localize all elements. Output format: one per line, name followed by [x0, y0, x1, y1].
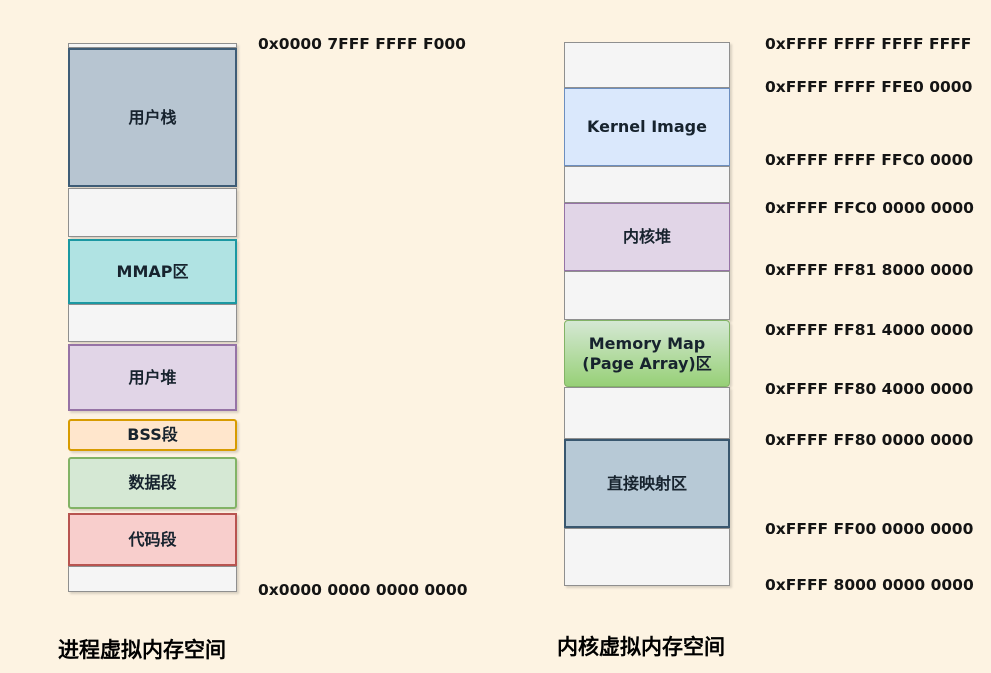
process-top-guard-gap: [68, 43, 237, 48]
kernel-address-6: 0xFFFF FF80 4000 0000: [765, 380, 974, 398]
segment-bss: BSS段: [68, 419, 237, 451]
kernel-gap-top: [564, 42, 730, 88]
segment-memory-map-label-line1: Memory Map: [588, 333, 706, 353]
kernel-address-2: 0xFFFF FFFF FFC0 0000: [765, 151, 974, 169]
segment-code-label: 代码段: [128, 529, 177, 549]
segment-user-stack: 用户栈: [68, 48, 237, 187]
segment-kernel-heap-label: 内核堆: [622, 227, 671, 246]
kernel-address-8: 0xFFFF FF00 0000 0000: [765, 520, 974, 538]
segment-direct-mapping-label: 直接映射区: [606, 473, 687, 493]
kernel-gap-1: [564, 166, 730, 203]
kernel-address-4: 0xFFFF FF81 8000 0000: [765, 261, 974, 279]
kernel-address-1: 0xFFFF FFFF FFE0 0000: [765, 78, 973, 96]
segment-direct-mapping: 直接映射区: [564, 439, 730, 528]
segment-kernel-image-label: Kernel Image: [587, 117, 707, 136]
kernel-space-title: 内核虚拟内存空间: [557, 635, 725, 659]
segment-data-label: 数据段: [128, 473, 177, 492]
kernel-address-7: 0xFFFF FF80 0000 0000: [765, 431, 974, 449]
process-space-title: 进程虚拟内存空间: [58, 638, 226, 662]
kernel-gap-2: [564, 271, 730, 320]
process-memory-column: 用户栈 MMAP区 用户堆 BSS段 数据段 代码段: [68, 43, 237, 592]
process-bottom-guard-gap: [68, 566, 237, 592]
kernel-address-9: 0xFFFF 8000 0000 0000: [765, 576, 974, 594]
kernel-address-5: 0xFFFF FF81 4000 0000: [765, 321, 974, 339]
segment-code: 代码段: [68, 513, 237, 566]
kernel-address-0: 0xFFFF FFFF FFFF FFFF: [765, 35, 972, 53]
segment-kernel-heap: 内核堆: [564, 203, 730, 271]
kernel-address-3: 0xFFFF FFC0 0000 0000: [765, 199, 974, 217]
process-top-address: 0x0000 7FFF FFFF F000: [258, 35, 466, 53]
segment-mmap-label: MMAP区: [116, 261, 189, 281]
segment-memory-map-label-line2: (Page Array)区: [582, 353, 712, 373]
segment-mmap: MMAP区: [68, 239, 237, 304]
segment-user-stack-label: 用户栈: [128, 107, 177, 127]
segment-kernel-image: Kernel Image: [564, 88, 730, 166]
process-unmapped-gap-2: [68, 304, 237, 342]
segment-memory-map: Memory Map (Page Array)区: [564, 320, 730, 387]
process-bottom-address: 0x0000 0000 0000 0000: [258, 581, 468, 599]
kernel-gap-bottom: [564, 528, 730, 586]
segment-user-heap: 用户堆: [68, 344, 237, 411]
segment-user-heap-label: 用户堆: [128, 367, 177, 387]
process-unmapped-gap-1: [68, 188, 237, 237]
segment-data: 数据段: [68, 457, 237, 509]
kernel-gap-3: [564, 387, 730, 439]
segment-bss-label: BSS段: [127, 425, 178, 444]
kernel-memory-column: Kernel Image 内核堆 Memory Map (Page Array)…: [564, 42, 730, 586]
